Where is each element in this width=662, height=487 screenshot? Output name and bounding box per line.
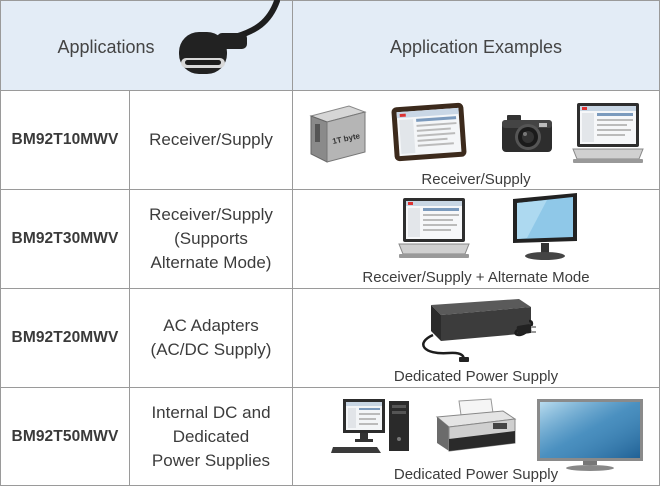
monitor-icon <box>513 193 577 260</box>
column-divider <box>129 90 130 486</box>
laptop-icon <box>572 103 644 163</box>
tv-icon <box>537 399 643 471</box>
model-bm92t20mwv: BM92T20MWV <box>11 329 119 346</box>
row-divider <box>1 90 659 91</box>
application-examples-header: Application Examples <box>389 36 563 57</box>
example-caption: Dedicated Power Supply <box>393 466 559 483</box>
model-bm92t30mwv: BM92T30MWV <box>11 230 119 247</box>
tablet-icon <box>391 102 467 162</box>
hard-drive-icon: 1T byte <box>309 105 367 163</box>
application-receiver-supply-alternate-mode: Receiver/Supply (Supports Alternate Mode… <box>149 205 273 272</box>
row-divider <box>1 387 659 388</box>
ac-adapter-icon <box>422 299 536 362</box>
model-bm92t10mwv: BM92T10MWV <box>11 131 119 148</box>
row-divider <box>1 189 659 190</box>
header-row <box>1 1 659 90</box>
model-bm92t50mwv: BM92T50MWV <box>11 428 119 445</box>
example-caption: Dedicated Power Supply <box>393 368 559 385</box>
application-internal-dc-dedicated: Internal DC and Dedicated Power Supplies <box>151 403 271 470</box>
laptop-icon <box>398 198 470 258</box>
printer-icon <box>435 398 517 452</box>
row-divider <box>1 288 659 289</box>
application-ac-adapters: AC Adapters (AC/DC Supply) <box>150 316 272 359</box>
example-caption: Receiver/Supply <box>421 171 531 188</box>
column-divider <box>292 1 293 486</box>
applications-header: Applications <box>57 36 155 57</box>
usb-c-connector-icon <box>179 0 280 74</box>
example-caption: Receiver/Supply + Alternate Mode <box>362 269 590 286</box>
application-receiver-supply: Receiver/Supply <box>149 130 273 149</box>
camera-icon <box>502 115 552 152</box>
desktop-pc-icon <box>331 399 409 453</box>
